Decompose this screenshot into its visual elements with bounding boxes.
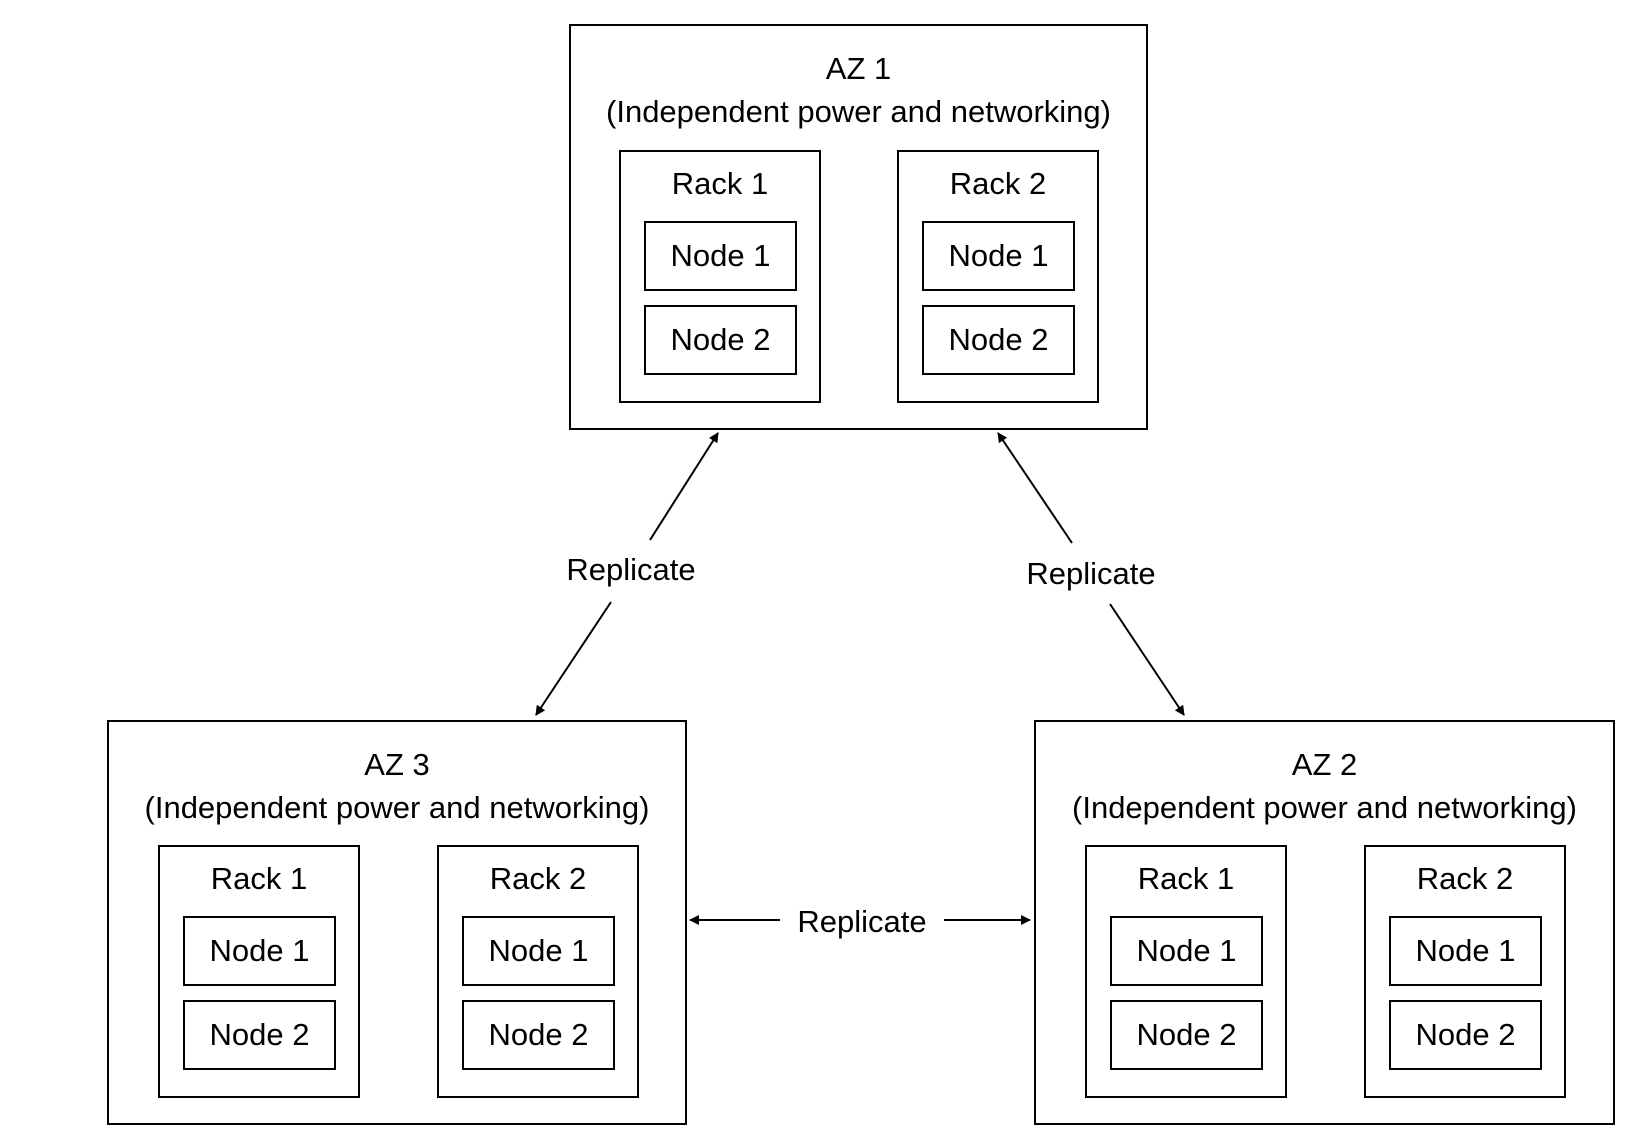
rack-box: Rack 2 Node 1 Node 2 bbox=[1364, 845, 1566, 1098]
rack-title: Rack 2 bbox=[949, 166, 1047, 201]
node-box: Node 1 bbox=[644, 221, 797, 291]
az-title: AZ 1 bbox=[825, 51, 892, 86]
az-title: AZ 3 bbox=[364, 747, 430, 782]
edge-az1-az2-lower bbox=[1109, 603, 1185, 716]
edge-az1-az3-lower bbox=[535, 601, 612, 716]
az-title: AZ 2 bbox=[1291, 747, 1358, 782]
rack-title: Rack 1 bbox=[1137, 861, 1235, 896]
node-box: Node 2 bbox=[1389, 1000, 1542, 1070]
node-box: Node 2 bbox=[1110, 1000, 1263, 1070]
edge-az1-az2-upper bbox=[997, 432, 1073, 544]
node-box: Node 1 bbox=[183, 916, 336, 986]
rack-box: Rack 1 Node 1 Node 2 bbox=[619, 150, 821, 403]
rack-box: Rack 1 Node 1 Node 2 bbox=[1085, 845, 1287, 1098]
node-box: Node 2 bbox=[462, 1000, 615, 1070]
rack-box: Rack 2 Node 1 Node 2 bbox=[437, 845, 639, 1098]
az-subtitle: (Independent power and networking) bbox=[144, 790, 650, 825]
node-box: Node 2 bbox=[922, 305, 1075, 375]
az-box-az2: AZ 2 (Independent power and networking) … bbox=[1034, 720, 1615, 1125]
rack-box: Rack 2 Node 1 Node 2 bbox=[897, 150, 1099, 403]
rack-title: Rack 2 bbox=[489, 861, 587, 896]
az-box-az3: AZ 3 (Independent power and networking) … bbox=[107, 720, 687, 1125]
rack-title: Rack 2 bbox=[1416, 861, 1514, 896]
node-box: Node 1 bbox=[922, 221, 1075, 291]
az-subtitle: (Independent power and networking) bbox=[606, 94, 1111, 129]
node-box: Node 1 bbox=[1110, 916, 1263, 986]
rack-box: Rack 1 Node 1 Node 2 bbox=[158, 845, 360, 1098]
edge-az1-az3-upper bbox=[649, 432, 719, 541]
az-box-az1: AZ 1 (Independent power and networking) … bbox=[569, 24, 1148, 430]
edge-label-az3-az2: Replicate bbox=[792, 904, 932, 940]
node-box: Node 2 bbox=[183, 1000, 336, 1070]
edge-label-az1-az3: Replicate bbox=[561, 552, 701, 588]
node-box: Node 2 bbox=[644, 305, 797, 375]
node-box: Node 1 bbox=[1389, 916, 1542, 986]
node-box: Node 1 bbox=[462, 916, 615, 986]
rack-title: Rack 1 bbox=[210, 861, 308, 896]
az-subtitle: (Independent power and networking) bbox=[1072, 790, 1577, 825]
edge-label-az1-az2: Replicate bbox=[1021, 556, 1161, 592]
rack-title: Rack 1 bbox=[671, 166, 769, 201]
